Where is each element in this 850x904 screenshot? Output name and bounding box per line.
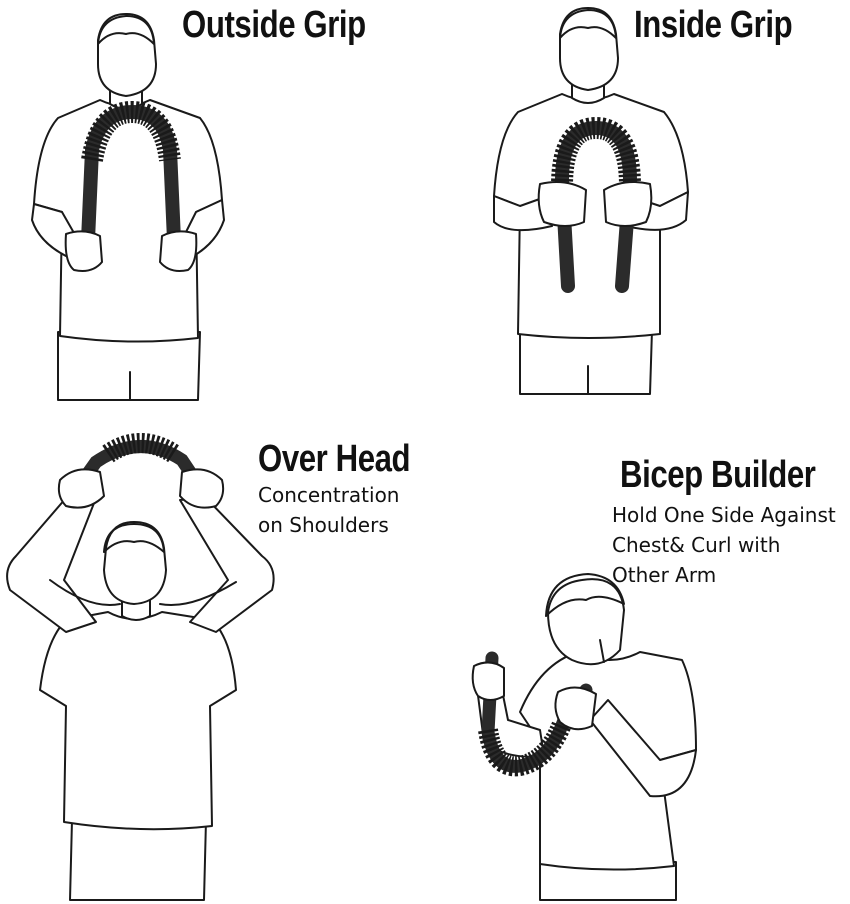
bar-inside-grip bbox=[551, 116, 641, 293]
figure-bicep-builder bbox=[475, 573, 697, 901]
bar-bicep-builder bbox=[478, 651, 593, 777]
bar-over-head bbox=[69, 433, 213, 503]
bicep-builder-title: Bicep Builder bbox=[620, 454, 816, 496]
figure-inside-grip bbox=[493, 7, 689, 395]
bar-outside-grip bbox=[81, 100, 181, 247]
over-head-title: Over Head bbox=[258, 438, 411, 480]
hands-outside-grip bbox=[64, 230, 198, 272]
figure-over-head bbox=[6, 497, 275, 901]
hands-inside-grip bbox=[537, 181, 653, 227]
bicep-builder-line-1: Hold One Side Against bbox=[612, 503, 836, 527]
inside-grip-title: Inside Grip bbox=[634, 4, 793, 46]
bicep-builder-line-3: Other Arm bbox=[612, 563, 717, 587]
hands-over-head bbox=[57, 468, 225, 509]
figure-outside-grip bbox=[31, 13, 225, 401]
bicep-builder-line-2: Chest& Curl with bbox=[612, 533, 781, 557]
hands-bicep-builder bbox=[471, 661, 597, 731]
over-head-line-2: on Shoulders bbox=[258, 513, 389, 537]
outside-grip-title: Outside Grip bbox=[182, 4, 366, 46]
over-head-line-1: Concentration bbox=[258, 483, 400, 507]
